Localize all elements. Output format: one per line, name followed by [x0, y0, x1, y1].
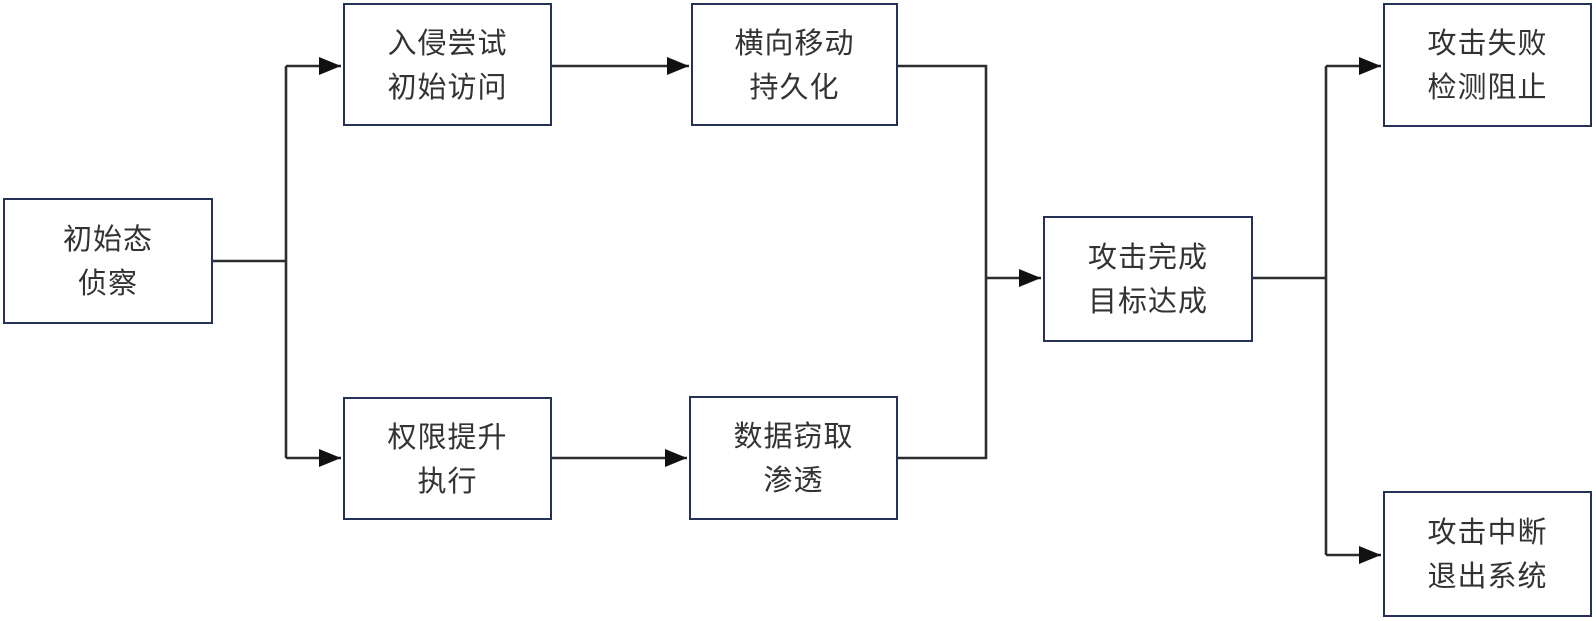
- node-label-line: 执行: [417, 463, 478, 498]
- node-label-line: 横向移动: [734, 25, 855, 60]
- node-label-line: 攻击失败: [1427, 26, 1548, 60]
- node-failed: 攻击失败 检测阻止: [1383, 3, 1592, 127]
- node-label-line: 初始访问: [387, 69, 508, 104]
- node-label-line: 入侵尝试: [387, 25, 508, 60]
- node-label-line: 攻击中断: [1427, 515, 1548, 549]
- node-label-line: 渗透: [763, 463, 824, 497]
- edge-lateral-merge: [898, 64, 988, 278]
- node-label-line: 侦察: [77, 266, 138, 300]
- node-label-line: 权限提升: [387, 419, 508, 454]
- edge-exfiltration-merge: [898, 278, 988, 460]
- node-label-line: 检测阻止: [1427, 70, 1548, 104]
- node-label-line: 攻击完成: [1087, 240, 1208, 274]
- node-exfiltration: 数据窃取 渗透: [689, 396, 898, 520]
- node-label-line: 初始态: [62, 222, 153, 256]
- node-privilege: 权限提升 执行: [343, 397, 552, 520]
- node-lateral: 横向移动 持久化: [691, 3, 898, 126]
- node-intrusion: 入侵尝试 初始访问: [343, 3, 552, 126]
- node-label-line: 目标达成: [1087, 284, 1208, 318]
- node-aborted: 攻击中断 退出系统: [1383, 491, 1592, 617]
- node-initial: 初始态 侦察: [3, 198, 213, 324]
- node-label-line: 数据窃取: [733, 419, 854, 453]
- node-label-line: 退出系统: [1427, 559, 1548, 593]
- node-label-line: 持久化: [749, 69, 840, 104]
- node-complete: 攻击完成 目标达成: [1043, 216, 1253, 342]
